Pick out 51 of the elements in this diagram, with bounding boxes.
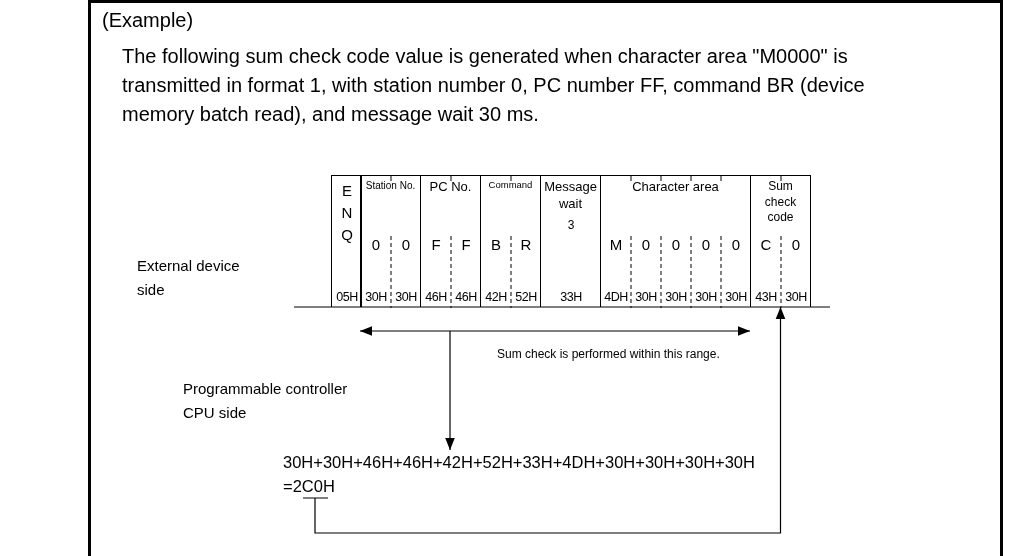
- field-heading: Station No.: [364, 179, 417, 192]
- frame-field: [750, 175, 811, 307]
- character-value: 0: [730, 236, 742, 253]
- character-value: C: [759, 236, 773, 253]
- frame-field: [360, 175, 421, 307]
- frame-field: [420, 175, 481, 307]
- side-label: Programmable controller CPU side: [183, 379, 349, 423]
- character-value: 0: [400, 236, 412, 253]
- character-value: B: [490, 236, 502, 253]
- character-value: M: [608, 236, 624, 253]
- hex-code: 05H: [335, 290, 359, 304]
- frame-field: [331, 175, 362, 307]
- field-heading: E N Q: [341, 181, 353, 245]
- character-value: R: [519, 236, 533, 253]
- character-value: 0: [670, 236, 682, 253]
- hex-code: 30H: [784, 290, 808, 304]
- character-value: 0: [700, 236, 712, 253]
- hex-code: 30H: [664, 290, 688, 304]
- hex-code: 30H: [724, 290, 748, 304]
- hex-code: 4DH: [603, 290, 629, 304]
- character-value: 0: [640, 236, 652, 253]
- example-heading: (Example): [102, 8, 195, 32]
- character-value: F: [460, 236, 472, 253]
- hex-code: 30H: [364, 290, 388, 304]
- character-value: 0: [790, 236, 802, 253]
- field-heading: Message wait: [543, 179, 598, 213]
- formula-line: 30H+30H+46H+46H+42H+52H+33H+4DH+30H+30H+30H+30H: [283, 452, 756, 473]
- hex-code: 30H: [394, 290, 418, 304]
- field-heading: Character area: [631, 179, 720, 196]
- field-heading: PC No.: [428, 179, 473, 196]
- hex-code: 30H: [694, 290, 718, 304]
- frame-field: [600, 175, 751, 307]
- formula-line: =2C0H: [283, 476, 336, 497]
- hex-code: 30H: [634, 290, 658, 304]
- description-paragraph: The following sum check code value is generated when character area "M0000" is transmitted in format 1, with station number 0, PC number FF, command BR (device memory batch read), and message wait 30 ms.: [122, 44, 866, 127]
- hex-code: 43H: [754, 290, 778, 304]
- hex-code: 33H: [559, 290, 583, 304]
- hex-code: 46H: [424, 290, 448, 304]
- frame-field: [480, 175, 541, 307]
- field-heading: Sum check code: [763, 179, 798, 226]
- side-label: External device side: [137, 256, 241, 300]
- character-value: 3: [566, 218, 576, 232]
- range-note: Sum check is performed within this range.: [497, 347, 721, 362]
- character-value: F: [430, 236, 442, 253]
- character-value: 0: [370, 236, 382, 253]
- hex-code: 46H: [454, 290, 478, 304]
- hex-code: 42H: [484, 290, 508, 304]
- arrow: [445, 330, 455, 451]
- field-heading: Command: [487, 179, 534, 192]
- arrow: [302, 306, 786, 534]
- hex-code: 52H: [514, 290, 538, 304]
